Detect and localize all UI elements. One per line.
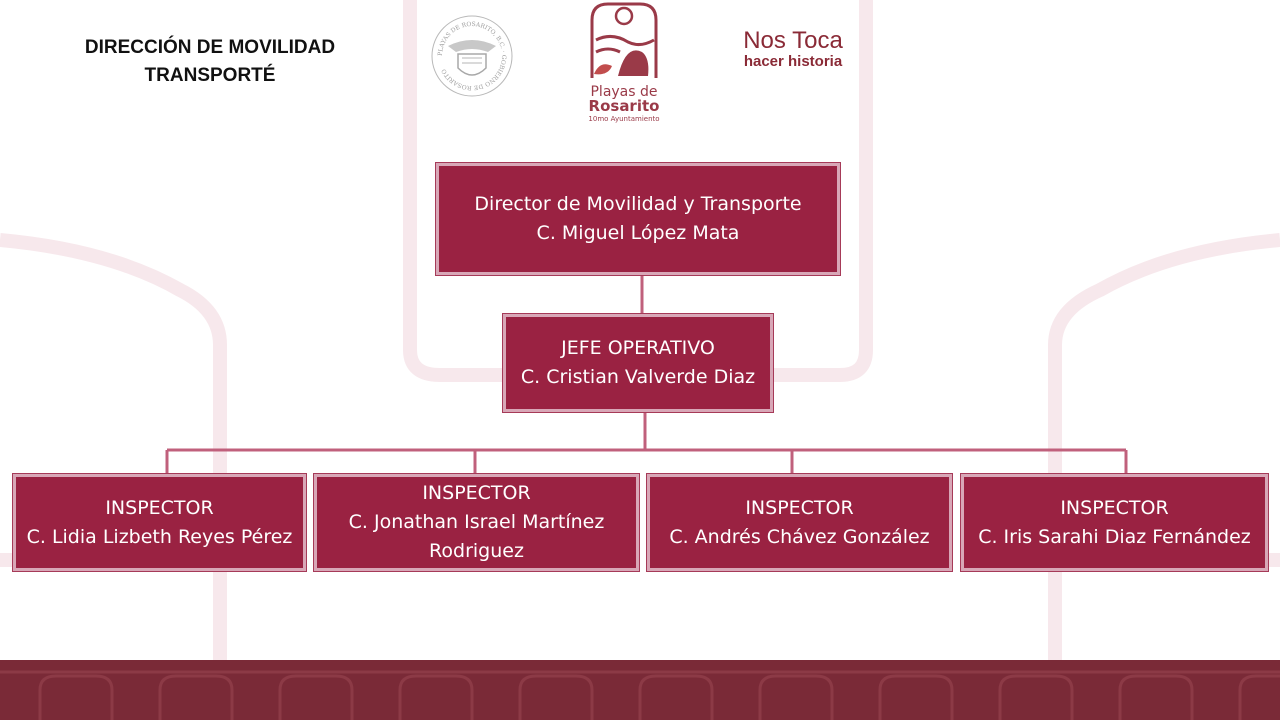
org-box-director: Director de Movilidad y Transporte C. Mi… bbox=[436, 163, 840, 275]
inspector-role: INSPECTOR bbox=[422, 482, 531, 504]
director-role: Director de Movilidad y Transporte bbox=[474, 193, 802, 215]
city-logo: Playas de Rosarito 10mo Ayuntamiento bbox=[588, 2, 660, 123]
jefe-role: JEFE OPERATIVO bbox=[561, 337, 715, 359]
page-title-line-1: DIRECCIÓN DE MOVILIDAD bbox=[84, 37, 336, 58]
svg-text:Nos Toca: Nos Toca bbox=[743, 27, 843, 54]
footer-pattern bbox=[0, 670, 1280, 720]
svg-text:Rosarito: Rosarito bbox=[589, 97, 660, 115]
org-box-inspector-3: INSPECTOR C. Andrés Chávez González bbox=[647, 474, 952, 571]
jefe-name: C. Cristian Valverde Diaz bbox=[520, 366, 756, 388]
director-name: C. Miguel López Mata bbox=[536, 222, 740, 244]
inspector-role: INSPECTOR bbox=[105, 496, 214, 519]
inspector-name: C. Jonathan Israel Martínez Rodriguez bbox=[348, 511, 605, 562]
inspector-name: C. Lidia Lizbeth Reyes Pérez bbox=[26, 525, 293, 548]
svg-text:hacer historia: hacer historia bbox=[744, 53, 843, 70]
slogan-logo: Nos Toca hacer historia bbox=[743, 27, 843, 70]
svg-text:10mo Ayuntamiento: 10mo Ayuntamiento bbox=[588, 115, 659, 123]
footer-band bbox=[0, 660, 1280, 720]
inspector-role: INSPECTOR bbox=[745, 496, 854, 519]
page-title: DIRECCIÓN DE MOVILIDAD TRANSPORTÉ bbox=[40, 34, 380, 90]
org-box-inspector-2: INSPECTOR C. Jonathan Israel Martínez Ro… bbox=[314, 474, 639, 571]
page-title-line-2: TRANSPORTÉ bbox=[144, 65, 276, 86]
svg-text:Playas de: Playas de bbox=[590, 84, 657, 100]
org-box-inspector-1: INSPECTOR C. Lidia Lizbeth Reyes Pérez bbox=[13, 474, 306, 571]
org-box-inspector-4: INSPECTOR C. Iris Sarahi Diaz Fernández bbox=[961, 474, 1268, 571]
inspector-name: C. Iris Sarahi Diaz Fernández bbox=[978, 525, 1251, 548]
inspector-name: C. Andrés Chávez González bbox=[669, 525, 930, 548]
municipal-seal-logo: PLAYAS DE ROSARITO, B.C. · GOBIERNO DE R… bbox=[431, 15, 513, 97]
inspector-role: INSPECTOR bbox=[1060, 496, 1169, 519]
org-box-jefe-operativo: JEFE OPERATIVO C. Cristian Valverde Diaz bbox=[503, 314, 773, 412]
